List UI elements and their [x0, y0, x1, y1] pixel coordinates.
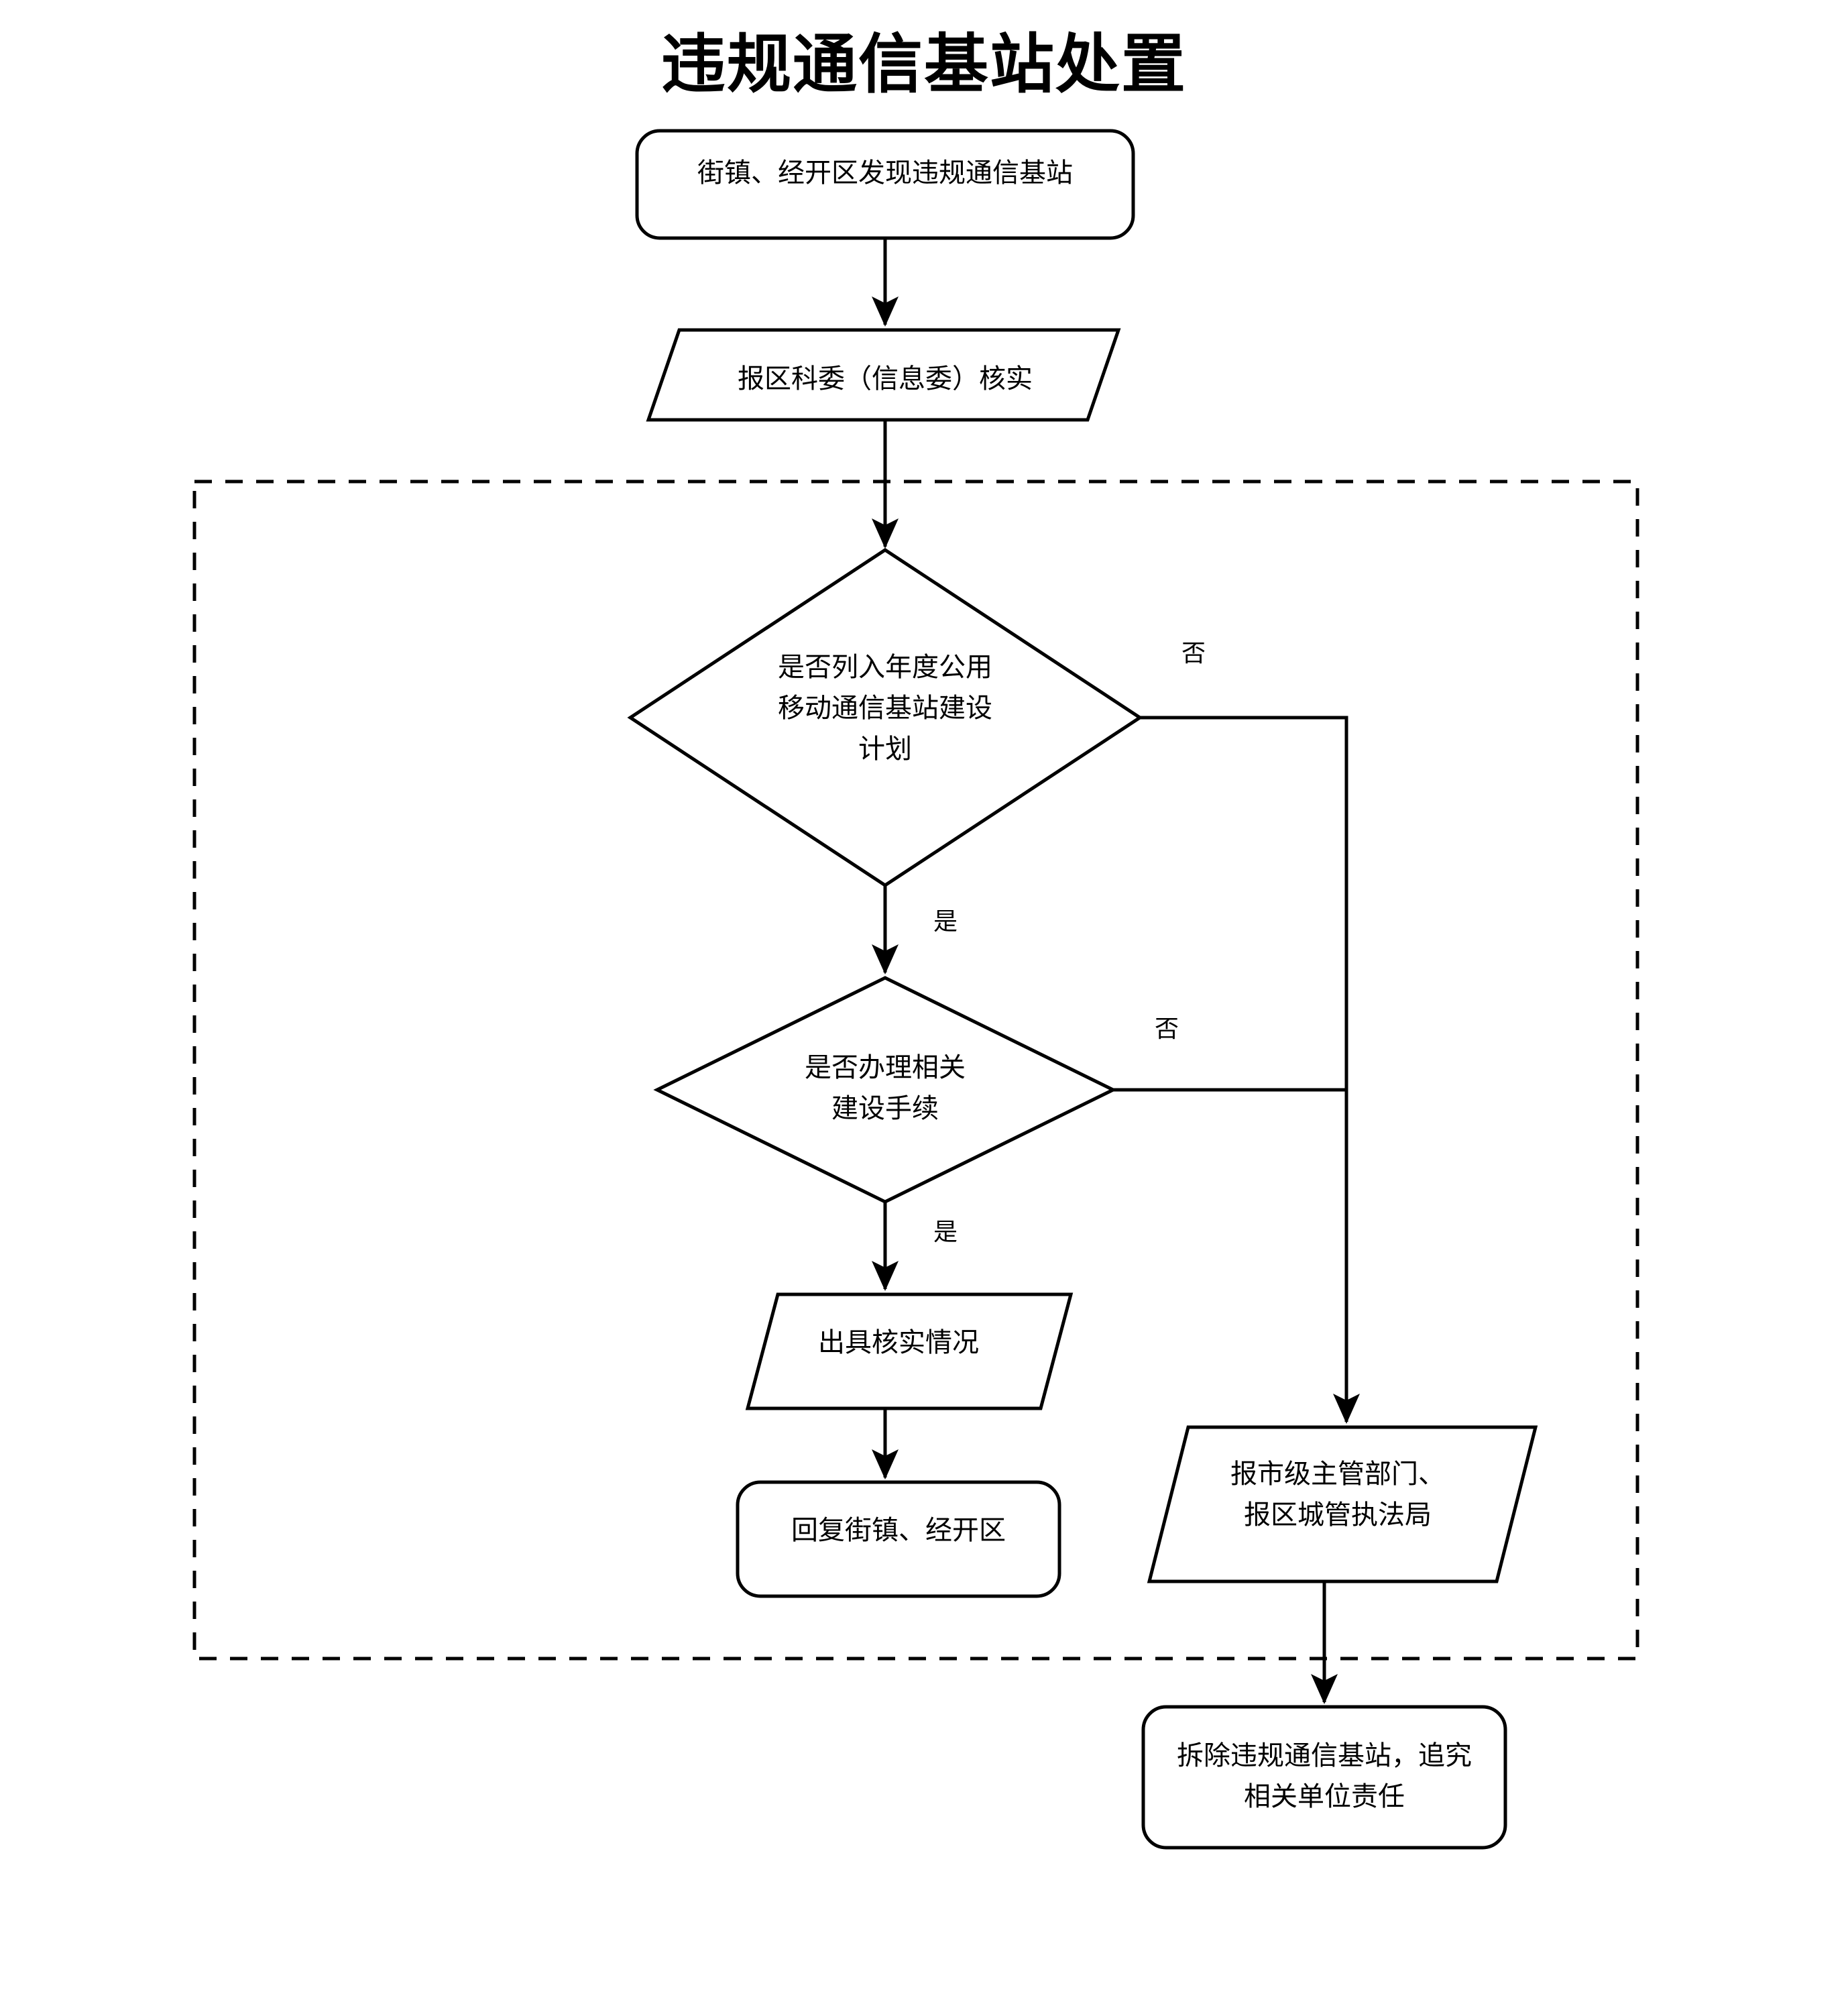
node-issue-report-shape[interactable] [745, 1292, 1074, 1410]
edge-label-permit-yes: 是 [933, 1219, 958, 1246]
node-verify-shape[interactable] [646, 328, 1121, 422]
edge-plan-no [1140, 716, 1360, 1424]
node-report-city-shape[interactable] [1147, 1425, 1538, 1583]
node-demolish-shape[interactable] [1141, 1705, 1507, 1850]
node-reply-town-shape[interactable] [736, 1480, 1061, 1598]
page-title: 违规通信基站处置 [661, 26, 1187, 102]
node-decision-plan-shape[interactable] [627, 548, 1143, 887]
node-start-shape[interactable] [635, 129, 1135, 240]
node-decision-permit-shape[interactable] [653, 976, 1117, 1204]
edge-label-plan-yes: 是 [933, 908, 958, 936]
group-dashed-region [192, 480, 1639, 1661]
edge-label-plan-no: 否 [1181, 640, 1206, 667]
edge-label-permit-no: 否 [1154, 1015, 1179, 1043]
